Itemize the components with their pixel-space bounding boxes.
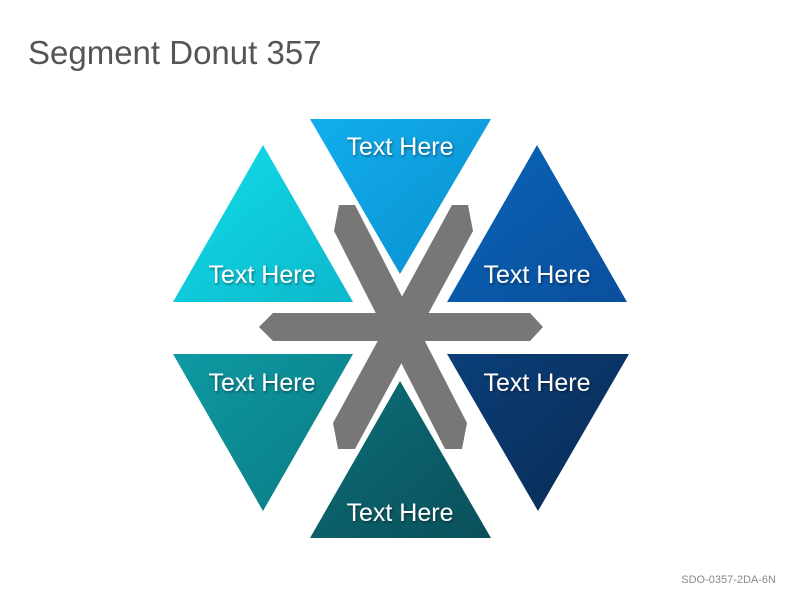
hub-bar-diagonal-b (333, 205, 473, 449)
segment-label: Text Here (484, 369, 591, 397)
segment-shape (447, 145, 627, 302)
segment-label: Text Here (209, 261, 316, 289)
segment-shape (310, 119, 491, 274)
segment-top[interactable]: Text Here (310, 119, 491, 274)
page-title: Segment Donut 357 (28, 34, 322, 71)
segment-shape (173, 145, 353, 302)
segment-label: Text Here (347, 499, 454, 527)
segment-upper-left[interactable]: Text Here (173, 145, 353, 302)
segment-label: Text Here (347, 133, 454, 161)
segment-bottom[interactable]: Text Here (310, 381, 491, 538)
segment-label: Text Here (209, 369, 316, 397)
hub-asterisk (259, 205, 543, 449)
segment-label: Text Here (484, 261, 591, 289)
slide-code: SDO-0357-2DA-6N (681, 574, 776, 586)
segment-upper-right[interactable]: Text Here (447, 145, 627, 302)
segment-lower-right[interactable]: Text Here (447, 354, 629, 511)
segment-shape (173, 354, 353, 511)
segment-lower-left[interactable]: Text Here (173, 354, 353, 511)
segment-shape (310, 381, 491, 538)
segment-shape (447, 354, 629, 511)
